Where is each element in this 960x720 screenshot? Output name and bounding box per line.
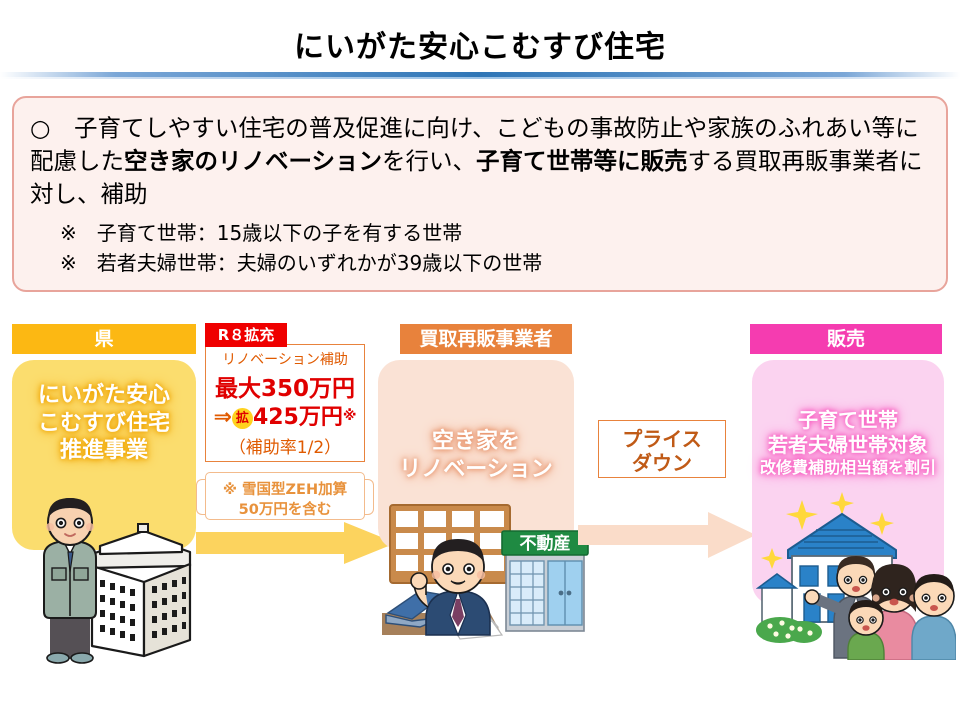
zeh-note-line-1: ※ 雪国型ZEH加算 xyxy=(222,482,348,498)
price-down-line-1: プライス xyxy=(622,427,702,451)
page-title: にいがた安心こむすび住宅 xyxy=(294,30,666,65)
header-sale: 販売 xyxy=(750,324,942,354)
panel-sale-line-1: 子育て世帯 xyxy=(798,408,898,432)
description-part-2: を行い、 xyxy=(382,147,477,175)
zeh-note-box: ※ 雪国型ZEH加算 50万円を含む xyxy=(196,472,374,520)
panel-buyer-line-1: 空き家を xyxy=(431,429,520,454)
title-divider-secondary xyxy=(0,77,960,79)
price-down-text: プライス ダウン xyxy=(599,427,725,475)
description-text: ○ 子育てしやすい住宅の普及促進に向け、こどもの事故防止や家族のふれあい等に配慮… xyxy=(30,112,934,211)
flow-diagram: 県 買取再販事業者 販売 にいがた安心 こむすび住宅 推進事業 xyxy=(0,300,960,720)
panel-buyer-label: 空き家を リノベーション xyxy=(378,428,574,483)
panel-prefecture-label: にいがた安心 こむすび住宅 推進事業 xyxy=(12,382,196,465)
subsidy-amount-before: 最大350万円 xyxy=(214,376,355,402)
panel-prefecture-line-1: にいがた安心 xyxy=(37,383,170,408)
subsidy-title: リノベーション補助 xyxy=(222,352,348,368)
subsidy-rate: （補助率1/2） xyxy=(228,438,342,458)
panel-sale-discount-note: 改修費補助相当額を割引 xyxy=(759,458,936,478)
expand-badge-icon: 拡 xyxy=(231,408,253,429)
real-estate-agent-illustration: 不動産 xyxy=(382,504,589,640)
bracket-right-icon xyxy=(365,479,374,515)
description-bold-1: 空き家のリノベーション xyxy=(124,147,383,175)
panel-buyer-line-2: リノベーション xyxy=(399,456,553,482)
panel-prefecture-line-3: 推進事業 xyxy=(59,438,148,464)
bracket-left-icon xyxy=(196,479,205,515)
bullet-marker: ○ xyxy=(30,114,51,142)
title-divider xyxy=(0,72,960,77)
panel-sale-line-2: 若者夫婦世帯対象 xyxy=(768,433,928,458)
panel-sale-label: 子育て世帯 若者夫婦世帯対象 改修費補助相当額を割引 xyxy=(752,408,944,479)
zeh-note-line-2: 50万円を含む xyxy=(238,502,332,518)
subsidy-arrow-icon xyxy=(196,522,396,564)
svg-text:不動産: 不動産 xyxy=(520,533,571,554)
badge-r8-expansion: R８拡充 xyxy=(205,323,287,347)
description-notes: ※ 子育て世帯：15歳以下の子を有する世帯 ※ 若者夫婦世帯：夫婦のいずれかが3… xyxy=(60,218,940,278)
description-note-2: ※ 若者夫婦世帯：夫婦のいずれかが39歳以下の世帯 xyxy=(60,251,543,275)
header-prefecture: 県 xyxy=(12,324,196,354)
description-part-3: する買取再販事業者に対し、補助 xyxy=(30,147,923,208)
header-buyer: 買取再販事業者 xyxy=(400,324,572,354)
description-bold-2: 子育て世帯等に販売 xyxy=(476,147,688,175)
description-card: ○ 子育てしやすい住宅の普及促進に向け、こどもの事故防止や家族のふれあい等に配慮… xyxy=(12,96,948,292)
subsidy-amount-value: 425万円 xyxy=(252,405,343,430)
description-note-1: ※ 子育て世帯：15歳以下の子を有する世帯 xyxy=(60,221,463,245)
panel-prefecture-line-2: こむすび住宅 xyxy=(37,410,170,436)
prefecture-official-building-illustration xyxy=(43,498,192,664)
description-part-1: 子育てしやすい住宅の普及促進に向け、こどもの事故防止や家族のふれあい等に配慮した xyxy=(30,114,919,175)
price-down-box: プライス ダウン xyxy=(598,420,726,478)
family-viewing-house-illustration xyxy=(756,492,956,660)
arrow-symbol: ⇒ xyxy=(213,405,232,430)
subsidy-asterisk: ※ xyxy=(342,408,357,424)
price-down-line-2: ダウン xyxy=(632,451,692,475)
panel-prefecture: にいがた安心 こむすび住宅 推進事業 xyxy=(12,360,196,550)
sale-arrow-icon xyxy=(578,512,756,558)
